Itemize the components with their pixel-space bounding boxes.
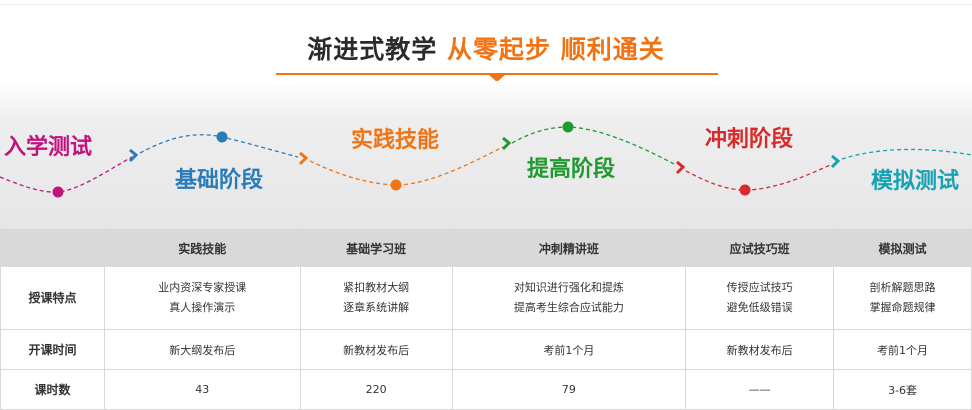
chevron-right-icon	[675, 160, 686, 175]
table-header-cell	[0, 229, 105, 267]
stage-label-6: 模拟测试	[871, 169, 960, 194]
title-underline	[276, 73, 718, 75]
table-cell: 传授应试技巧避免低级错误	[685, 266, 835, 330]
learning-path-band: 入学测试 基础阶段 实践技能 提高阶段 冲刺阶段 模拟测试	[0, 81, 972, 229]
stage-dot-3	[390, 179, 402, 191]
cell-line: 掌握命题规律	[869, 301, 936, 314]
stage-label-4: 提高阶段	[527, 157, 616, 182]
cell-line: 传授应试技巧	[726, 281, 793, 294]
table-cell: ——	[685, 369, 835, 410]
top-divider	[0, 4, 972, 5]
stage-dot-4	[562, 121, 574, 133]
path-segment-6	[841, 148, 972, 160]
stage-label-5: 冲刺阶段	[705, 127, 794, 152]
table-row: 授课特点 业内资深专家授课真人操作演示 紧扣教材大纲逐章系统讲解 对知识进行强化…	[0, 266, 972, 330]
table-cell: 新教材发布后	[299, 329, 453, 370]
table-cell: 3-6套	[833, 369, 972, 410]
stage-dot-2	[216, 131, 228, 143]
table-cell: 考前1个月	[833, 329, 972, 370]
stage-label-3: 实践技能	[351, 128, 440, 153]
table-row: 课时数 43 220 79 —— 3-6套	[0, 369, 972, 410]
table-cell: 新大纲发布后	[103, 329, 301, 370]
title-main: 渐进式教学	[307, 35, 438, 64]
table-row: 开课时间 新大纲发布后 新教材发布后 考前1个月 新教材发布后 考前1个月	[0, 329, 972, 370]
learning-path-curve	[0, 121, 972, 198]
section-header: 渐进式教学 从零起步 顺利通关	[0, 24, 972, 84]
table-cell: 对知识进行强化和提炼提高考生综合应试能力	[451, 266, 687, 330]
stage-label-2: 基础阶段	[175, 168, 264, 193]
course-comparison-table: 实践技能 基础学习班 冲刺精讲班 应试技巧班 模拟测试 授课特点 业内资深专家授…	[0, 229, 972, 410]
table-header-cell: 应试技巧班	[685, 229, 835, 267]
stage-dot-1	[52, 186, 64, 198]
row-label: 课时数	[0, 369, 105, 410]
table-header-cell: 模拟测试	[833, 229, 972, 267]
row-label: 开课时间	[0, 329, 105, 370]
stage-dot-5	[739, 184, 751, 196]
cell-line: 提高考生综合应试能力	[513, 301, 624, 314]
chevron-right-icon	[128, 148, 139, 163]
page-title: 渐进式教学 从零起步 顺利通关	[0, 30, 972, 66]
title-pointer-icon	[489, 75, 505, 82]
cell-line: 避免低级错误	[726, 301, 793, 314]
cell-line: 业内资深专家授课	[158, 281, 247, 294]
cell-line: 逐章系统讲解	[343, 301, 410, 314]
row-label: 授课特点	[0, 266, 105, 330]
title-accent: 从零起步 顺利通关	[447, 35, 665, 64]
table-header-cell: 实践技能	[103, 229, 301, 267]
table-header-cell: 冲刺精讲班	[451, 229, 687, 267]
table-cell: 43	[103, 369, 301, 410]
table-cell: 紧扣教材大纲逐章系统讲解	[299, 266, 453, 330]
table-cell: 业内资深专家授课真人操作演示	[103, 266, 301, 330]
chevron-right-icon	[830, 154, 841, 169]
cell-line: 真人操作演示	[169, 301, 236, 314]
table-header-row: 实践技能 基础学习班 冲刺精讲班 应试技巧班 模拟测试	[0, 229, 972, 267]
cell-line: 对知识进行强化和提炼	[513, 281, 624, 294]
chevron-right-icon	[298, 151, 309, 166]
table-cell: 考前1个月	[451, 329, 687, 370]
table-cell: 新教材发布后	[685, 329, 835, 370]
path-segment-5	[685, 164, 831, 191]
table-cell: 剖析解题思路掌握命题规律	[833, 266, 972, 330]
table-cell: 220	[299, 369, 453, 410]
table-cell: 79	[451, 369, 687, 410]
stage-label-1: 入学测试	[4, 135, 93, 160]
chevron-right-icon	[501, 136, 512, 151]
path-segment-1	[0, 156, 133, 193]
cell-line: 紧扣教材大纲	[343, 281, 410, 294]
table-header-cell: 基础学习班	[299, 229, 453, 267]
cell-line: 剖析解题思路	[869, 281, 936, 294]
